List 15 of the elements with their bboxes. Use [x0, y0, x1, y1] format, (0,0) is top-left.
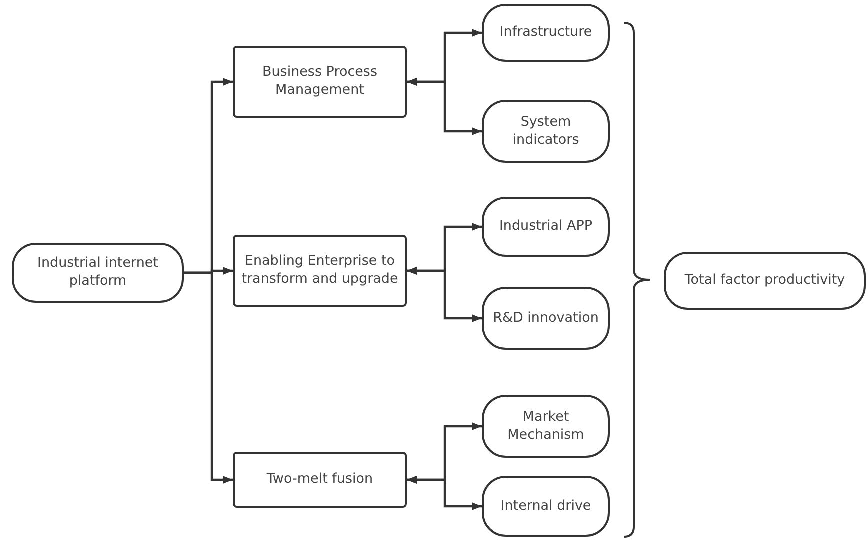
rounded-box: Market Mechanism — [482, 395, 610, 458]
rounded-box: Infrastructure — [482, 4, 610, 62]
rounded-box: System indicators — [482, 100, 610, 163]
rounded-box: Industrial internet platform — [12, 243, 184, 303]
rounded-box: Total factor productivity — [664, 252, 866, 310]
arrow — [407, 476, 482, 510]
process-box: Enabling Enterprise to transform and upgrade — [233, 235, 407, 307]
process-box: Two-melt fusion — [233, 452, 407, 508]
arrow — [184, 272, 233, 484]
arrow — [407, 267, 482, 322]
arrow — [407, 78, 482, 136]
process-box: Business Process Management — [233, 46, 407, 118]
rounded-box: R&D innovation — [482, 287, 610, 350]
rounded-box: Industrial APP — [482, 197, 610, 257]
rounded-box: Internal drive — [482, 476, 610, 537]
